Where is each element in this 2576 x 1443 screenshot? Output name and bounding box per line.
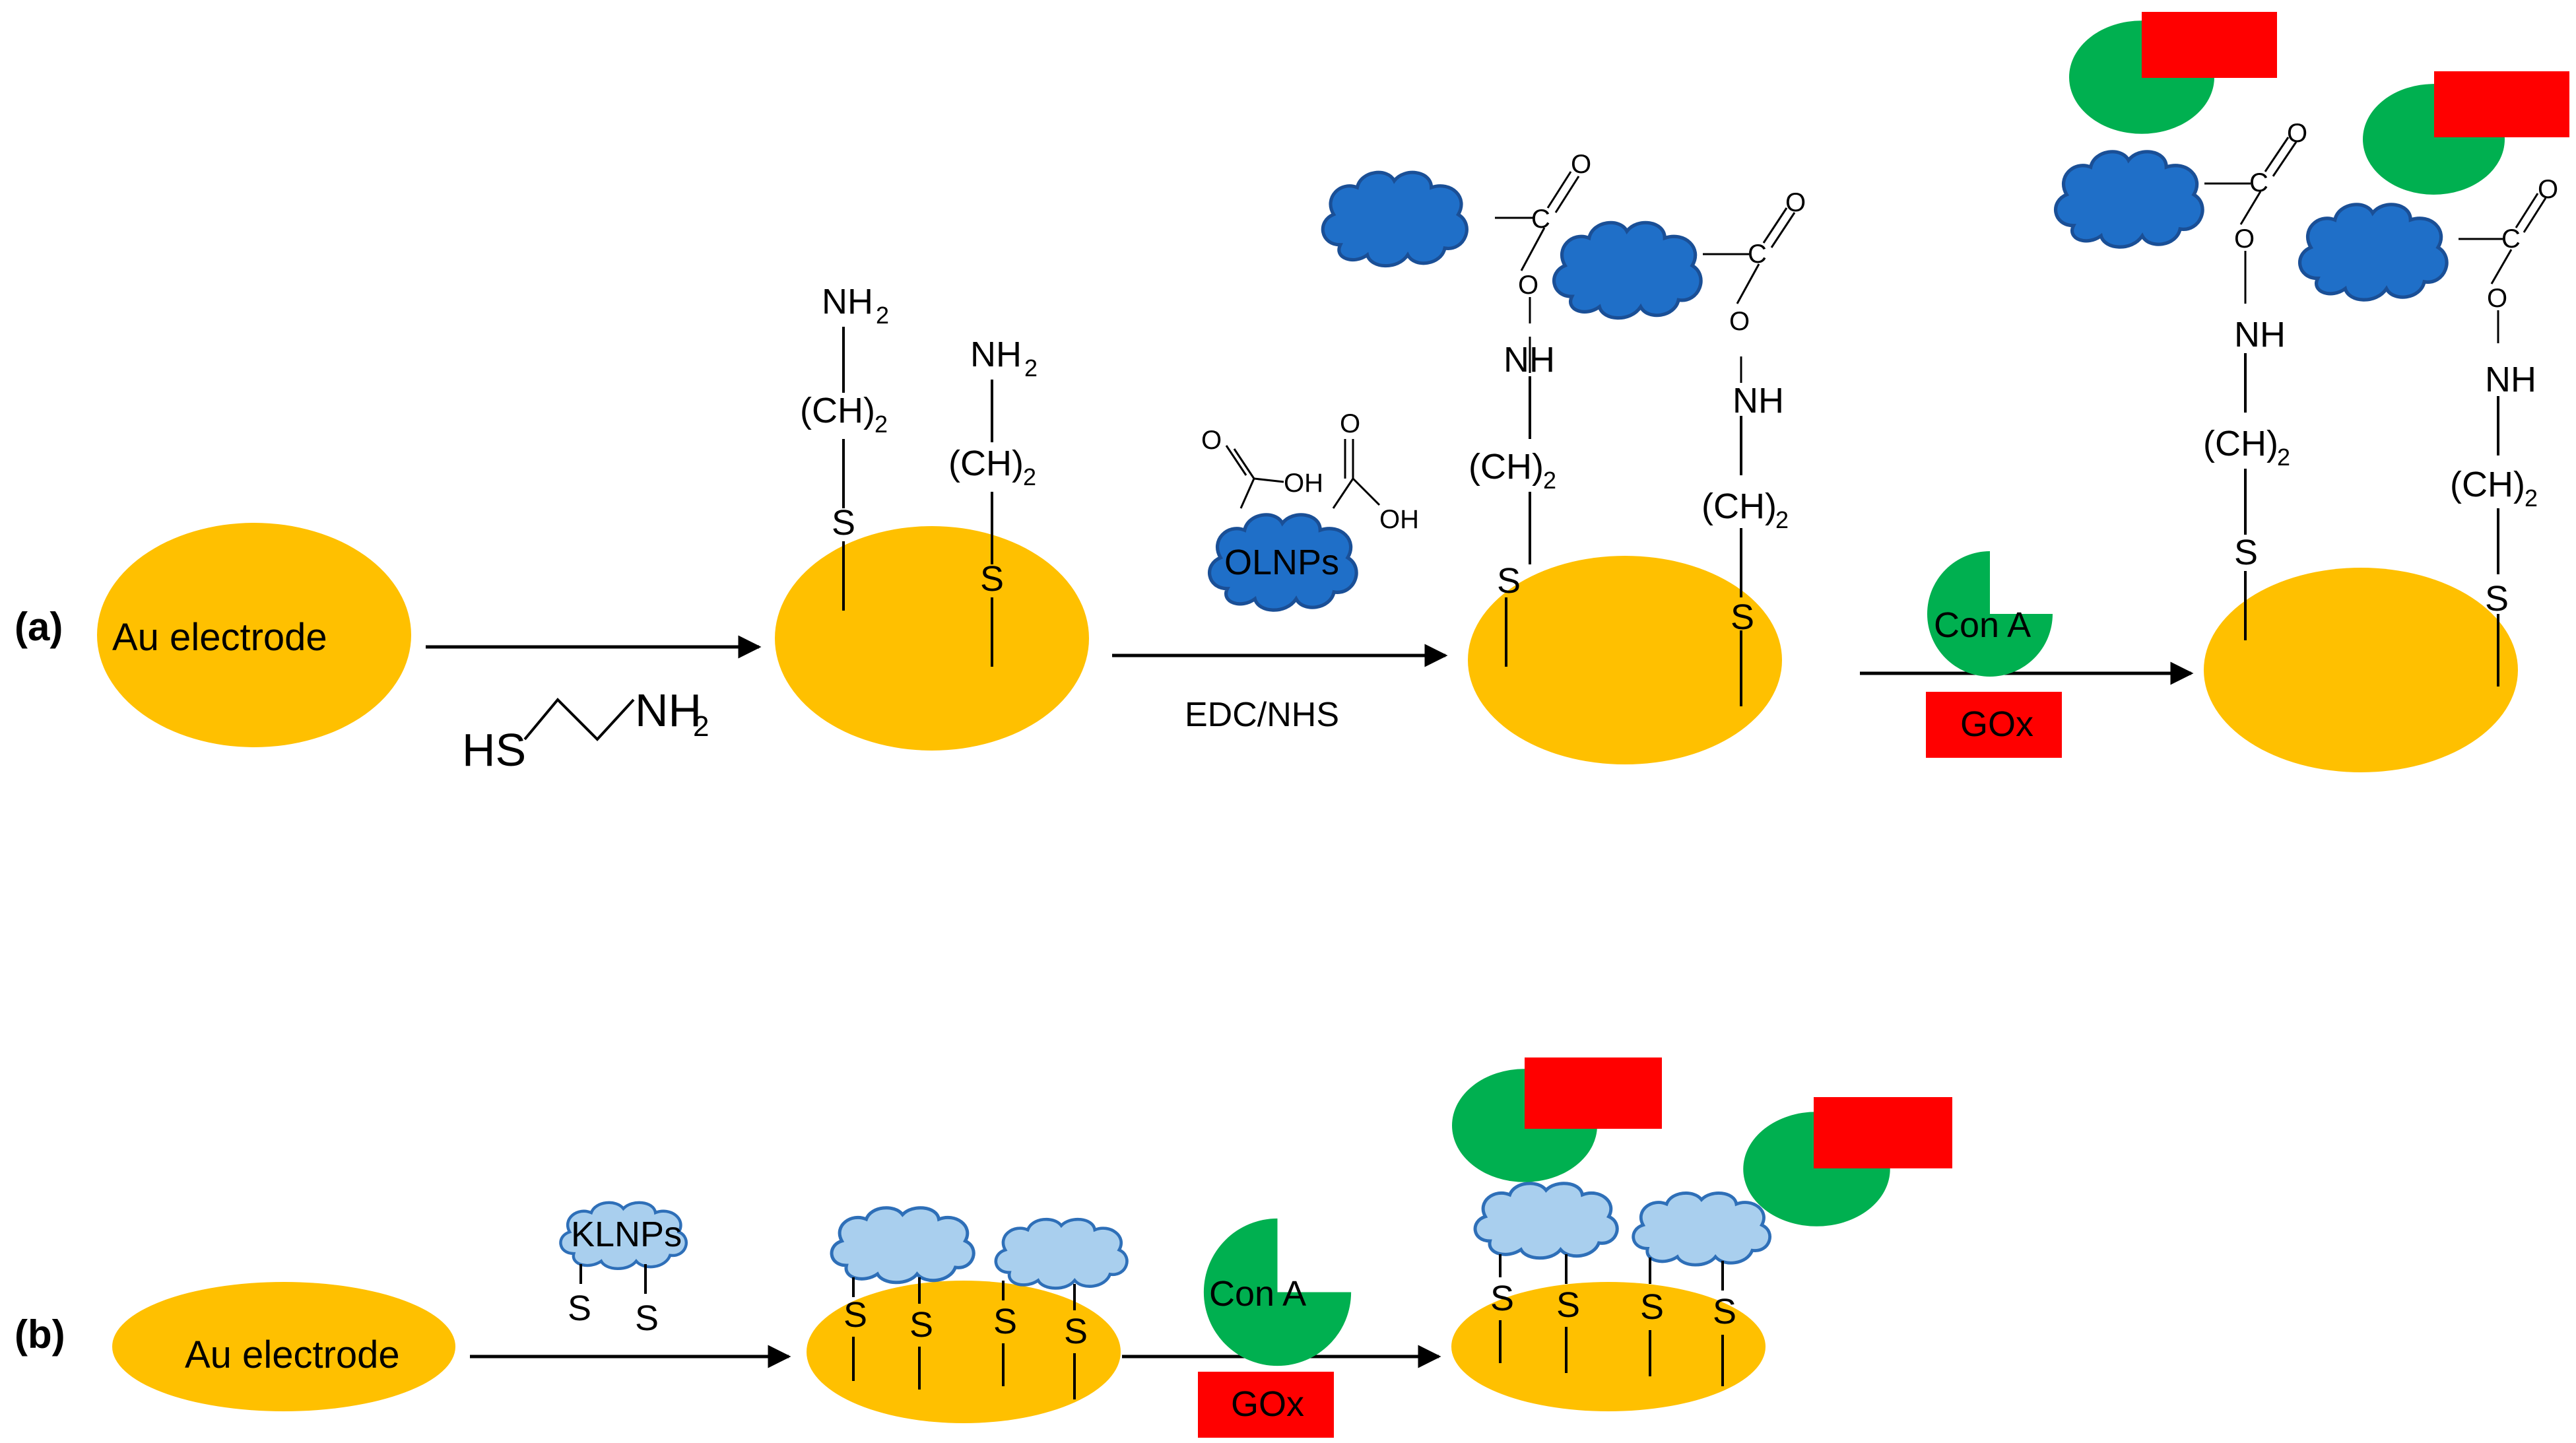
- b-s3-gox-1: [1525, 1057, 1662, 1129]
- a-reagent-nh-sub: 2: [693, 710, 709, 743]
- a-olnps-label: OLNPs: [1224, 543, 1339, 582]
- b-s3-s-4: S: [1713, 1292, 1736, 1331]
- a-s4-nh-1: NH: [2234, 315, 2286, 354]
- a-s3-o-2b: O: [1785, 188, 1806, 217]
- a-electrode-label: Au electrode: [112, 616, 327, 659]
- b-s2-s-2: S: [909, 1305, 933, 1345]
- a-s3-o-2: O: [1729, 307, 1750, 336]
- a-s3-o-1: O: [1518, 271, 1538, 300]
- b-s2-s-1: S: [843, 1295, 867, 1335]
- a-reagent-hs: HS: [462, 724, 526, 776]
- a-s4-gox-2: [2434, 71, 2569, 137]
- a-con-a-label: Con A: [1934, 605, 2031, 645]
- a-s4-ch2-2-sub: 2: [2525, 485, 2538, 512]
- a-s4-o-1b: O: [2287, 119, 2307, 148]
- a-s3-ch2-2-sub: 2: [1775, 506, 1789, 533]
- b-con-a-reagent: Con A: [1203, 1218, 1352, 1366]
- a-con-a-reagent: Con A: [1927, 551, 2053, 677]
- a-s3-s-1: S: [1497, 561, 1521, 601]
- a-reagent-nh: NH: [635, 685, 702, 736]
- a-s4-c-2: C: [2501, 224, 2521, 253]
- a-s4-o-2b: O: [2538, 175, 2558, 204]
- a-s4-ch2-1-sub: 2: [2277, 444, 2290, 471]
- a-step4-electrode: NH (CH) 2 S O C O NH (CH) 2 S O C O: [2056, 12, 2569, 772]
- a-s3-ch2-1-sub: 2: [1543, 467, 1556, 494]
- a-olnps-oh-1: OH: [1284, 469, 1323, 498]
- a-coupling-label: EDC/NHS: [1185, 696, 1339, 734]
- panel-a-label: (a): [15, 605, 63, 649]
- b-step3-electrode: S S S S: [1451, 1057, 1952, 1411]
- a-olnps-o-2: O: [1340, 409, 1360, 438]
- a-s2-nh2-1: NH: [822, 282, 873, 321]
- a-olnps-o-1: O: [1201, 426, 1222, 455]
- b-s3-s-3: S: [1640, 1287, 1664, 1327]
- b-step2-electrode: S S S S: [807, 1208, 1127, 1423]
- a-s4-c-1: C: [2249, 168, 2268, 197]
- a-s3-o-1b: O: [1571, 150, 1591, 179]
- b-s2-s-3: S: [993, 1302, 1017, 1341]
- a-s4-s-2: S: [2485, 579, 2509, 619]
- b-klnps-label: KLNPs: [571, 1215, 682, 1254]
- a-s3-nh-2: NH: [1733, 381, 1784, 420]
- a-s2-nh2-2-sub: 2: [1024, 354, 1038, 382]
- a-s3-c-1: C: [1531, 205, 1550, 234]
- b-con-a-label: Con A: [1209, 1274, 1306, 1314]
- a-gox-label: GOx: [1960, 704, 2033, 744]
- a-s4-ch2-2: (CH): [2450, 465, 2525, 504]
- b-klnps-s-2: S: [635, 1298, 659, 1338]
- a-cysteamine-structure: HS NH 2: [462, 685, 709, 776]
- b-s3-s-1: S: [1490, 1279, 1514, 1318]
- b-electrode-label: Au electrode: [185, 1333, 400, 1376]
- b-klnps-reagent: KLNPs S S: [560, 1203, 686, 1338]
- a-s2-ch2-1: (CH): [800, 391, 875, 430]
- a-s3-s-2: S: [1731, 597, 1754, 637]
- a-s2-ch2-2-sub: 2: [1023, 463, 1036, 490]
- b-s2-s-4: S: [1064, 1312, 1088, 1351]
- a-gox-reagent: GOx: [1926, 692, 2062, 758]
- b-klnps-s-1: S: [568, 1289, 591, 1328]
- a-s3-c-2: C: [1748, 240, 1767, 269]
- a-s4-gox-1: [2142, 12, 2277, 78]
- a-step3-electrode: NH (CH) 2 S O C O NH (CH) 2 S O C O: [1323, 150, 1806, 764]
- b-gox-reagent: GOx: [1198, 1372, 1334, 1438]
- a-step1-electrode: Au electrode: [97, 523, 411, 747]
- a-s4-ch2-1: (CH): [2203, 424, 2278, 463]
- a-s4-o-1: O: [2234, 224, 2255, 253]
- b-step1-electrode: Au electrode: [112, 1282, 455, 1411]
- a-s3-ch2-1: (CH): [1469, 447, 1544, 487]
- a-s2-nh2-2: NH: [970, 335, 1022, 374]
- a-s3-nh-1: NH: [1503, 340, 1555, 380]
- a-s3-ch2-2: (CH): [1701, 487, 1777, 526]
- a-s4-s-1: S: [2234, 533, 2258, 572]
- a-s2-ch2-1-sub: 2: [875, 411, 888, 438]
- a-s2-nh2-1-sub: 2: [876, 302, 889, 329]
- b-s3-gox-2: [1814, 1097, 1952, 1168]
- a-s2-s-1: S: [832, 503, 855, 543]
- b-s3-s-2: S: [1556, 1285, 1580, 1325]
- a-s2-s-2: S: [980, 559, 1004, 599]
- a-olnps-reagent: OLNPs O OH O OH: [1201, 409, 1419, 610]
- a-s4-o-2: O: [2487, 284, 2507, 313]
- a-olnps-oh-2: OH: [1379, 505, 1419, 534]
- a-step2-electrode: NH 2 (CH) 2 S NH 2 (CH) 2 S: [775, 282, 1089, 751]
- a-s4-nh-2: NH: [2485, 360, 2536, 399]
- b-gox-label: GOx: [1231, 1384, 1304, 1424]
- panel-b-label: (b): [15, 1312, 65, 1357]
- a-s2-ch2-2: (CH): [948, 444, 1024, 483]
